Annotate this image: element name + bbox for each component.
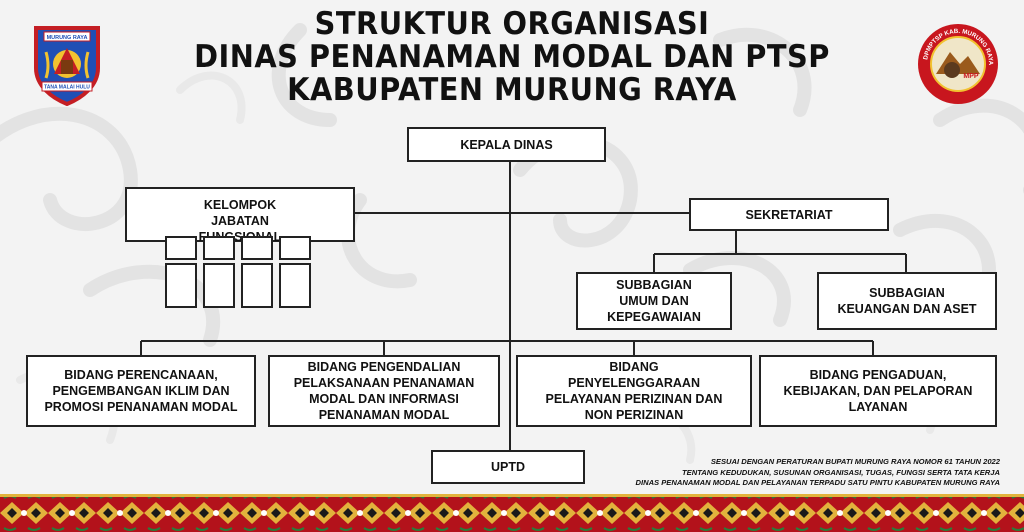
subbagian-keuangan-box: SUBBAGIAN KEUANGAN DAN ASET [817, 272, 997, 330]
murung-raya-regency-emblem-icon: MURUNG RAYA TANA MALAI HULU [34, 26, 100, 106]
subbagian-umum-label: SUBBAGIAN UMUM DAN KEPEGAWAIAN [607, 278, 701, 324]
regulation-note-line-2: TENTANG KEDUDUKAN, SUSUNAN ORGANISASI, T… [682, 467, 1000, 477]
dayak-ornament-border [0, 494, 1024, 532]
fungsional-slot-top-1 [165, 236, 197, 260]
fungsional-slot-bottom-4 [279, 263, 311, 308]
bidang-pengendalian-label: BIDANG PENGENDALIAN PELAKSANAAN PENANAMA… [293, 360, 475, 422]
fungsional-slot-bottom-1 [165, 263, 197, 308]
kepala-dinas-box: KEPALA DINAS [407, 127, 606, 162]
bidang-perencanaan-box: BIDANG PERENCANAAN, PENGEMBANGAN IKLIM D… [26, 355, 256, 427]
dpmptsp-murung-raya-seal-icon: DPMPTSP KAB. MURUNG RAYA MPP [918, 24, 998, 104]
title-line-1: STRUKTUR ORGANISASI [314, 6, 710, 42]
fungsional-slot-top-2 [203, 236, 235, 260]
bidang-pengaduan-box: BIDANG PENGADUAN, KEBIJAKAN, DAN PELAPOR… [759, 355, 997, 427]
right-logo-center-text: MPP [963, 73, 979, 80]
regulation-note: SESUAI DENGAN PERATURAN BUPATI MURUNG RA… [520, 457, 1001, 489]
kelompok-jabatan-fungsional-box: KELOMPOK JABATAN FUNGSIONAL [125, 187, 355, 244]
page-title: STRUKTUR ORGANISASI DINAS PENANAMAN MODA… [175, 8, 848, 107]
sekretariat-box: SEKRETARIAT [689, 198, 889, 231]
bidang-pengendalian-box: BIDANG PENGENDALIAN PELAKSANAAN PENANAMA… [268, 355, 500, 427]
regulation-note-line-1: SESUAI DENGAN PERATURAN BUPATI MURUNG RA… [710, 457, 1000, 466]
title-line-3: KABUPATEN MURUNG RAYA [287, 72, 737, 108]
fungsional-slot-top-3 [241, 236, 273, 260]
bidang-pengaduan-label: BIDANG PENGADUAN, KEBIJAKAN, DAN PELAPOR… [783, 368, 973, 414]
bidang-penyelenggaraan-box: BIDANG PENYELENGGARAAN PELAYANAN PERIZIN… [516, 355, 752, 427]
regulation-note-line-3: DINAS PENANAMAN MODAL DAN PELAYANAN TERP… [635, 478, 1001, 487]
kepala-dinas-label: KEPALA DINAS [460, 137, 553, 152]
uptd-box: UPTD [431, 450, 585, 484]
bidang-perencanaan-label: BIDANG PERENCANAAN, PENGEMBANGAN IKLIM D… [44, 368, 238, 414]
subbagian-keuangan-label: SUBBAGIAN KEUANGAN DAN ASET [837, 286, 977, 316]
fungsional-slot-top-4 [279, 236, 311, 260]
left-logo-ribbon-bottom: TANA MALAI HULU [44, 85, 90, 91]
title-line-2: DINAS PENANAMAN MODAL DAN PTSP [194, 39, 830, 75]
subbagian-umum-box: SUBBAGIAN UMUM DAN KEPEGAWAIAN [576, 272, 732, 330]
left-logo-ribbon-top: MURUNG RAYA [47, 35, 88, 41]
fungsional-slot-bottom-2 [203, 263, 235, 308]
fungsional-slot-bottom-3 [241, 263, 273, 308]
uptd-label: UPTD [490, 460, 526, 474]
bidang-penyelenggaraan-label: BIDANG PENYELENGGARAAN PELAYANAN PERIZIN… [545, 360, 723, 422]
sekretariat-label: SEKRETARIAT [745, 207, 833, 222]
